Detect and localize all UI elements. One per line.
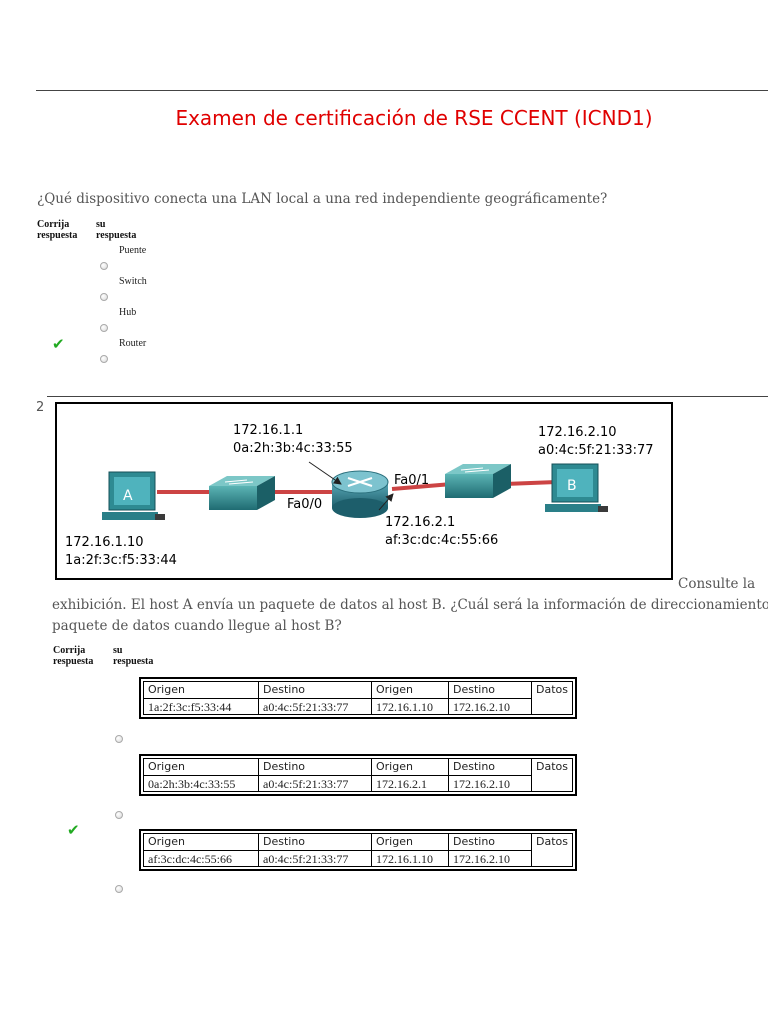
q2-option-2-radio[interactable] — [115, 811, 123, 819]
host-b-label: B — [567, 478, 577, 494]
col-header: Origen — [143, 833, 259, 851]
question-2-text-line-1: Consulte la — [678, 576, 756, 592]
cell-src-mac: 0a:2h:3b:4c:33:55 — [143, 774, 259, 792]
network-exhibit: A B — [55, 402, 673, 580]
q2-option-2-table: Origen Destino Origen Destino Datos 0a:2… — [139, 754, 577, 796]
cell-dst-ip: 172.16.2.10 — [448, 849, 532, 867]
q1-option-radio-hub[interactable] — [100, 324, 108, 332]
arrow-to-fa01 — [378, 493, 394, 511]
col-header: Origen — [371, 833, 449, 851]
router-mac-fa01: af:3c:dc:4c:55:66 — [385, 533, 498, 548]
col-header: Destino — [448, 833, 532, 851]
q1-option-radio-puente[interactable] — [100, 262, 108, 270]
cell-src-ip: 172.16.1.10 — [371, 849, 449, 867]
col-header: Origen — [371, 758, 449, 776]
switch-2-icon — [445, 464, 511, 498]
router-icon — [331, 470, 389, 518]
col-header: Origen — [143, 681, 259, 699]
cell-src-ip: 172.16.1.10 — [371, 697, 449, 715]
q1-option-radio-switch[interactable] — [100, 293, 108, 301]
col-header: Origen — [143, 758, 259, 776]
q1-option-radio-router[interactable] — [100, 355, 108, 363]
q1-option-label-puente: Puente — [119, 245, 147, 256]
network-diagram: A B — [65, 423, 654, 568]
q2-option-3-table: Origen Destino Origen Destino Datos af:3… — [139, 829, 577, 871]
cell-dst-mac: a0:4c:5f:21:33:77 — [258, 697, 372, 715]
col-header: Datos — [531, 681, 573, 715]
q1-option-label-switch: Switch — [119, 276, 147, 287]
col-header: Destino — [448, 681, 532, 699]
host-b-mac: a0:4c:5f:21:33:77 — [538, 443, 654, 458]
arrow-to-fa00 — [308, 461, 342, 485]
col-header: Origen — [371, 681, 449, 699]
question-2-number: 2 — [36, 400, 45, 415]
host-b-icon — [545, 463, 608, 512]
page-title: Examen de certificación de RSE CCENT (IC… — [175, 106, 653, 130]
col-header: Datos — [531, 833, 573, 867]
router-mac-fa00: 0a:2h:3b:4c:33:55 — [233, 441, 353, 456]
link-switch2-hostB — [504, 480, 558, 486]
top-rule — [36, 90, 768, 91]
cell-dst-mac: a0:4c:5f:21:33:77 — [258, 849, 372, 867]
cell-dst-mac: a0:4c:5f:21:33:77 — [258, 774, 372, 792]
question-1-text: ¿Qué dispositivo conecta una LAN local a… — [37, 191, 608, 207]
cell-dst-ip: 172.16.2.10 — [448, 774, 532, 792]
question-2-text-line-2: exhibición. El host A envía un paquete d… — [52, 597, 768, 613]
question-2-text-line-3: paquete de datos cuando llegue al host B… — [52, 618, 342, 634]
q1-option-label-hub: Hub — [119, 307, 137, 318]
host-a-mac: 1a:2f:3c:f5:33:44 — [65, 553, 177, 568]
host-a-ip: 172.16.1.10 — [65, 535, 144, 550]
router-if-fa00: Fa0/0 — [287, 497, 322, 512]
q2-option-3-radio[interactable] — [115, 885, 123, 893]
cell-dst-ip: 172.16.2.10 — [448, 697, 532, 715]
q2-correct-check-icon: ✔ — [67, 821, 80, 839]
router-if-fa01: Fa0/1 — [394, 473, 429, 488]
col-header: Datos — [531, 758, 573, 792]
q1-option-label-router: Router — [119, 338, 147, 349]
link-router-switch2 — [391, 482, 453, 491]
col-header: Destino — [258, 758, 372, 776]
q2-option-1-table: Origen Destino Origen Destino Datos 1a:2… — [139, 677, 577, 719]
cell-src-mac: af:3c:dc:4c:55:66 — [143, 849, 259, 867]
host-b-ip: 172.16.2.10 — [538, 425, 617, 440]
cell-src-ip: 172.16.2.1 — [371, 774, 449, 792]
host-a-label: A — [123, 488, 133, 504]
router-ip-fa01: 172.16.2.1 — [385, 515, 455, 530]
q1-correct-check-icon: ✔ — [52, 335, 65, 353]
q2-option-1-radio[interactable] — [115, 735, 123, 743]
host-a-icon — [102, 471, 165, 520]
col-header: Destino — [448, 758, 532, 776]
question-separator — [47, 396, 768, 397]
cell-src-mac: 1a:2f:3c:f5:33:44 — [143, 697, 259, 715]
col-header: Destino — [258, 833, 372, 851]
col-header: Destino — [258, 681, 372, 699]
switch-1-icon — [209, 476, 275, 510]
router-ip-fa00: 172.16.1.1 — [233, 423, 303, 438]
